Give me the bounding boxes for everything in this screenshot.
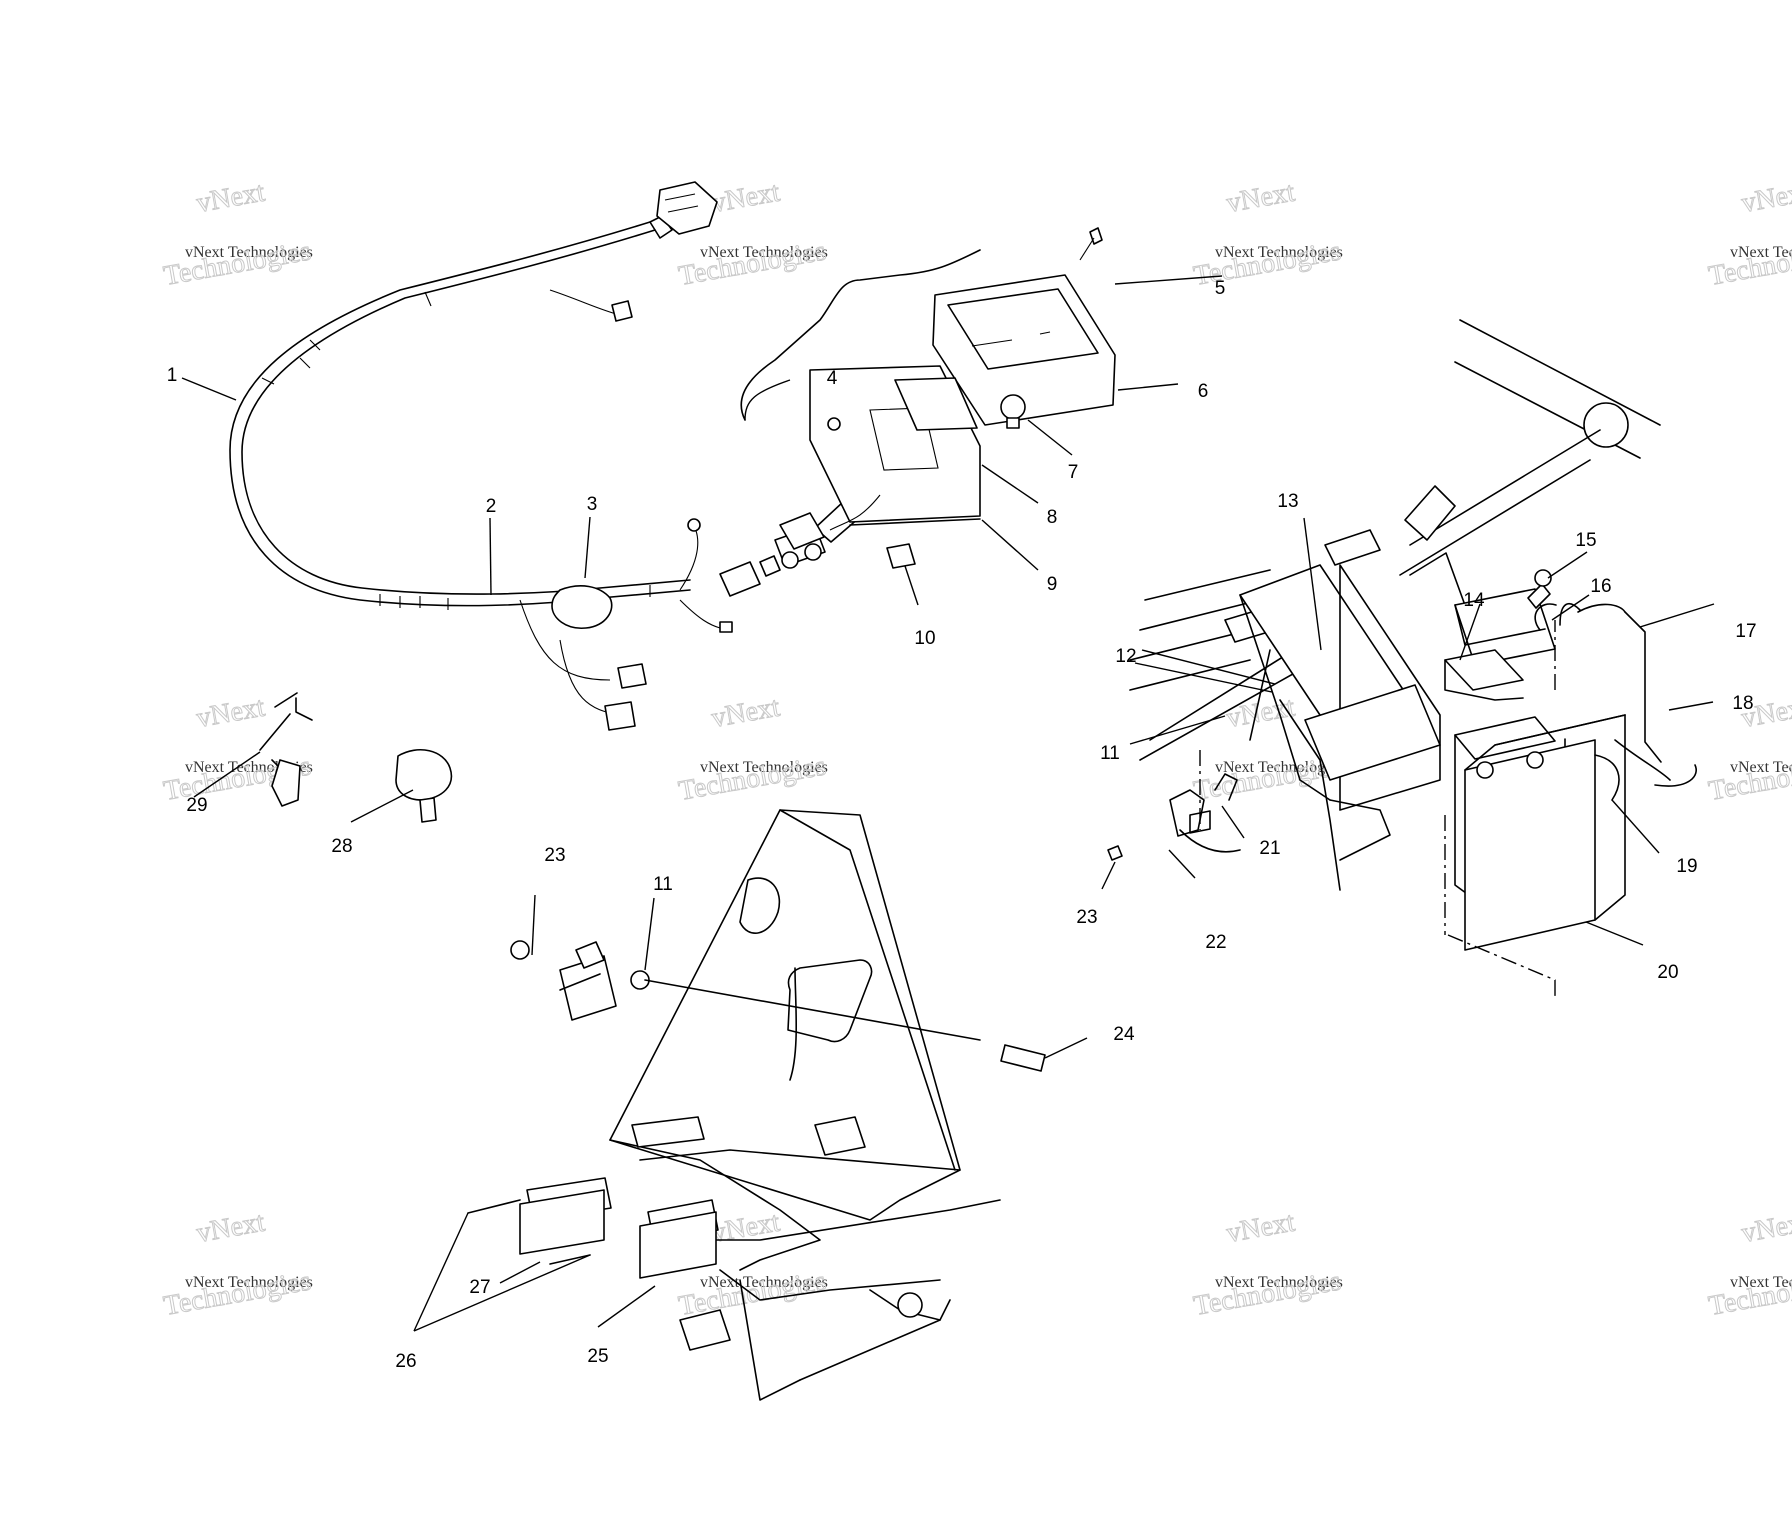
svg-text:vNext Technologies: vNext Technologies bbox=[1215, 244, 1343, 261]
callout-3: 3 bbox=[587, 494, 598, 515]
svg-text:vNext: vNext bbox=[709, 1207, 782, 1249]
callout-29: 29 bbox=[186, 795, 207, 816]
svg-text:vNext: vNext bbox=[1739, 1207, 1792, 1249]
watermark: vNext vNext Technologies Technologies bbox=[161, 1206, 314, 1322]
svg-text:vNext: vNext bbox=[1224, 177, 1297, 219]
svg-text:vNext Technologies: vNext Technologies bbox=[1730, 244, 1792, 261]
svg-text:vNext: vNext bbox=[1739, 177, 1792, 219]
svg-text:vNext: vNext bbox=[709, 692, 782, 734]
callout-8: 8 bbox=[1047, 507, 1058, 528]
watermark: vNext vNext Technologies Technologies bbox=[676, 176, 829, 292]
callout-26: 26 bbox=[395, 1351, 416, 1372]
leader-lines bbox=[181, 275, 1715, 1332]
callout-23-frame: 23 bbox=[1076, 907, 1097, 928]
svg-text:vNext: vNext bbox=[1224, 1207, 1297, 1249]
callout-25: 25 bbox=[587, 1346, 608, 1367]
svg-text:vNext: vNext bbox=[1224, 692, 1297, 734]
watermark: vNext vNext Technologies Technologies bbox=[1191, 176, 1344, 292]
callout-10: 10 bbox=[914, 628, 935, 649]
svg-text:vNext: vNext bbox=[194, 692, 267, 734]
callout-11-frame: 11 bbox=[1100, 743, 1120, 764]
callouts: 1 2 3 4 5 6 7 8 9 10 11 11 12 13 14 15 1… bbox=[167, 278, 1757, 1372]
callout-16: 16 bbox=[1590, 576, 1611, 597]
svg-text:vNext Technologies: vNext Technologies bbox=[700, 759, 828, 776]
callout-4: 4 bbox=[827, 368, 838, 389]
watermark: vNext vNext Technologies Technologies bbox=[1706, 176, 1792, 292]
svg-text:vNext Technologies: vNext Technologies bbox=[1215, 1274, 1343, 1291]
wiring-harness bbox=[229, 181, 881, 731]
svg-text:vNext Technologies: vNext Technologies bbox=[1730, 759, 1792, 776]
watermark: vNext vNext Technologies Technologies bbox=[1191, 1206, 1344, 1322]
callout-17: 17 bbox=[1735, 621, 1756, 642]
callout-19: 19 bbox=[1676, 856, 1697, 877]
rear-panel-assembly bbox=[259, 692, 1046, 1401]
callout-21: 21 bbox=[1259, 838, 1280, 859]
callout-27: 27 bbox=[469, 1277, 490, 1298]
callout-14: 14 bbox=[1463, 590, 1485, 611]
callout-6: 6 bbox=[1198, 381, 1209, 402]
callout-5: 5 bbox=[1215, 278, 1226, 299]
watermark: vNext vNext Technologies Technologies bbox=[676, 691, 829, 807]
svg-text:vNext Technologies: vNext Technologies bbox=[1730, 1274, 1792, 1291]
svg-text:vNext: vNext bbox=[194, 177, 267, 219]
callout-23-panel: 23 bbox=[544, 845, 565, 866]
callout-28: 28 bbox=[331, 836, 352, 857]
svg-text:vNext: vNext bbox=[194, 1207, 267, 1249]
callout-1: 1 bbox=[167, 365, 178, 386]
callout-9: 9 bbox=[1047, 574, 1058, 595]
callout-11-panel: 11 bbox=[653, 874, 673, 895]
callout-18: 18 bbox=[1732, 693, 1753, 714]
callout-22: 22 bbox=[1205, 932, 1226, 953]
callout-20: 20 bbox=[1657, 962, 1678, 983]
svg-text:vNext Technologies: vNext Technologies bbox=[185, 1274, 313, 1291]
svg-text:vNext: vNext bbox=[709, 177, 782, 219]
callout-12: 12 bbox=[1115, 646, 1136, 667]
callout-24: 24 bbox=[1113, 1024, 1135, 1045]
tail-light-assembly bbox=[740, 227, 1116, 569]
svg-text:vNext Technologies: vNext Technologies bbox=[1215, 759, 1343, 776]
svg-text:vNext Technologies: vNext Technologies bbox=[185, 244, 313, 261]
watermark: vNext vNext Technologies Technologies bbox=[1706, 1206, 1792, 1322]
callout-2: 2 bbox=[486, 496, 497, 517]
svg-text:vNext Technologies: vNext Technologies bbox=[700, 244, 828, 261]
callout-15: 15 bbox=[1575, 530, 1596, 551]
frame-battery-assembly bbox=[1107, 319, 1697, 951]
callout-7: 7 bbox=[1068, 462, 1079, 483]
callout-13: 13 bbox=[1277, 491, 1298, 512]
dashed-connectors bbox=[1199, 620, 1556, 1000]
watermark: vNext vNext Technologies Technologies bbox=[161, 176, 314, 292]
